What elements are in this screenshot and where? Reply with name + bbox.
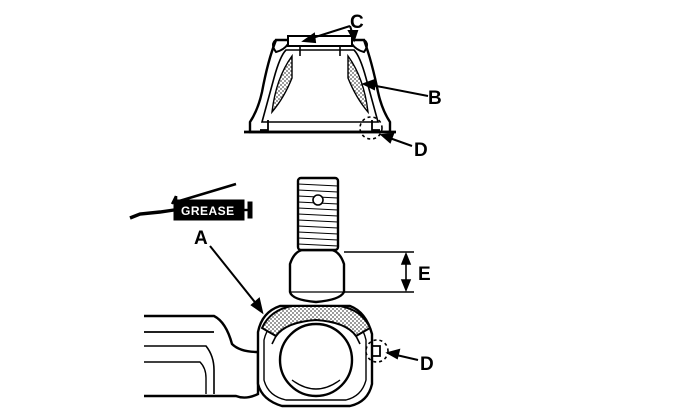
label-e: E (418, 264, 431, 285)
steering-arm (144, 314, 260, 399)
boot-top-ring (287, 35, 353, 47)
boot-bottom-lip-left (260, 120, 269, 131)
boot-lip-right (351, 39, 368, 54)
grease-gun-nozzle (129, 208, 175, 220)
label-b: B (428, 88, 442, 109)
boot-grease-left (271, 53, 293, 115)
label-a: A (194, 228, 208, 249)
top-leaders (301, 25, 429, 147)
label-d-top: D (414, 140, 428, 161)
grease-gun-handle (174, 182, 237, 204)
cotter-pin-hole (312, 194, 324, 206)
dust-boot (244, 35, 396, 134)
boot-lip-left (272, 39, 289, 54)
boot-bottom-lip-right (371, 120, 380, 131)
boot-grease-right (347, 53, 369, 115)
grease-gun (129, 182, 253, 221)
installed-boot (260, 305, 372, 338)
ball-stud-ball (278, 322, 354, 398)
grease-gun-text: GREASE (181, 204, 235, 218)
bottom-detail-circle (365, 339, 389, 363)
label-c: C (350, 12, 364, 33)
bottom-leaders (209, 245, 419, 361)
label-d-bottom: D (420, 354, 434, 375)
threaded-stem (296, 176, 340, 252)
dimension-e (344, 251, 414, 293)
top-detail-circle (359, 116, 383, 140)
ball-stud-shaft (288, 248, 346, 304)
